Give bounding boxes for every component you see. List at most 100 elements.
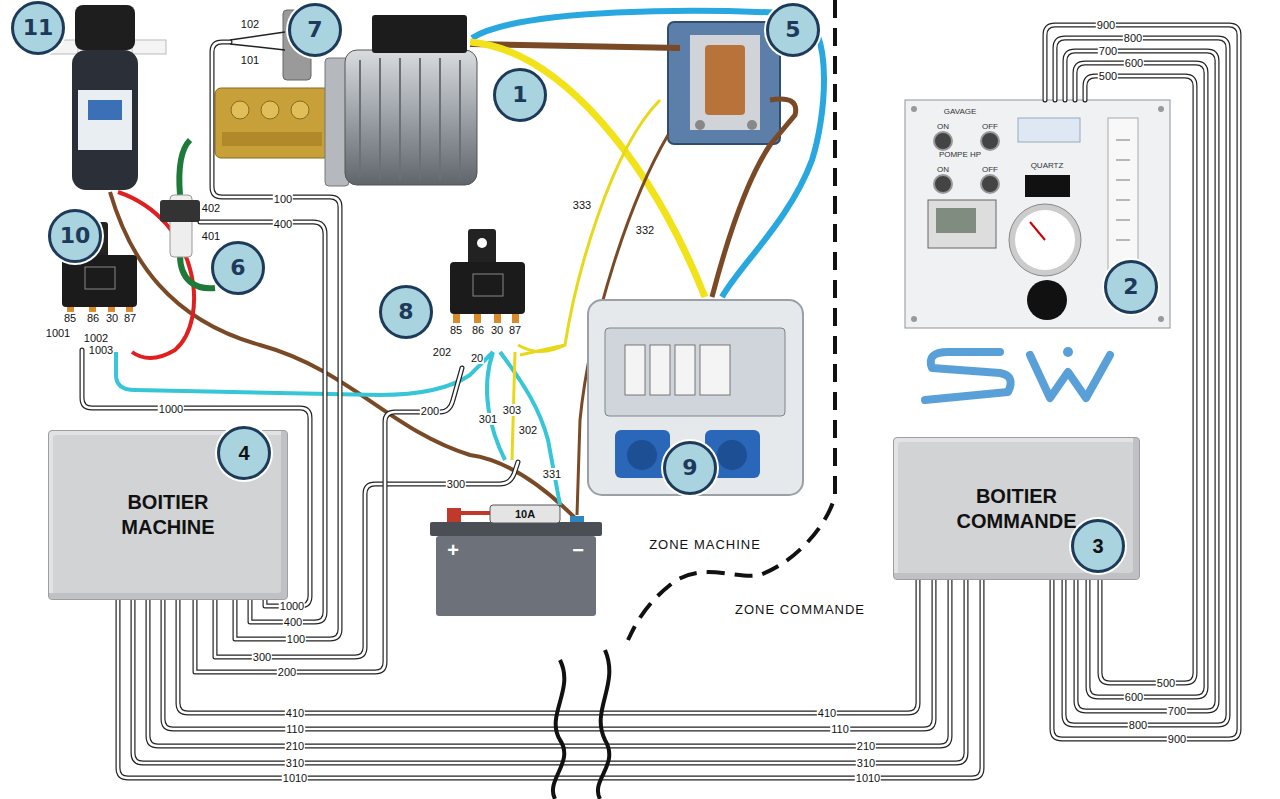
wire-number: 86: [471, 324, 485, 336]
wire-number: 210: [285, 740, 305, 752]
wire-number: 30: [490, 324, 504, 336]
callout-number: 4: [238, 441, 249, 466]
callout-circle: 8: [379, 285, 433, 339]
wire-number: 87: [508, 324, 522, 336]
wire-number: 100: [286, 633, 306, 645]
electric-motor: [325, 15, 477, 186]
wire-number: 1000: [158, 403, 184, 415]
cyan-wire: [116, 352, 493, 395]
cable-core: [1045, 25, 1239, 739]
cable-core: [148, 580, 950, 746]
wire-number: 500: [1098, 70, 1118, 82]
wire-number: 300: [446, 478, 466, 490]
wire-number: 800: [1128, 719, 1148, 731]
cable-core: [163, 580, 934, 729]
callout-number: 6: [230, 257, 245, 279]
wire-number: 100: [273, 193, 293, 205]
panel-label: POMPE HP: [939, 151, 981, 160]
yellow-wire: [518, 345, 565, 352]
wire-number: 301: [478, 413, 498, 425]
cable-connector: [163, 580, 934, 729]
zone-label: ZONE MACHINE: [647, 538, 763, 552]
callout-number: 9: [682, 457, 697, 479]
zone-boundary: [628, 0, 835, 640]
wire-number: 85: [63, 312, 77, 324]
callout-number: 8: [398, 301, 413, 323]
wire-number: 600: [1124, 57, 1144, 69]
callout-circle: 4: [217, 426, 271, 480]
hp-pump: [215, 10, 330, 158]
wire-number: 600: [1124, 691, 1144, 703]
terminal-sign: −: [572, 539, 584, 561]
callout-circle: 7: [288, 3, 342, 57]
battery: [430, 505, 602, 616]
wire-number: 400: [283, 616, 303, 628]
wire-number: 87: [123, 312, 137, 324]
wire-number: 1000: [279, 600, 305, 612]
wire-number: 210: [856, 740, 876, 752]
wire-number: 310: [285, 757, 305, 769]
callout-circle: 9: [663, 441, 717, 495]
wire-number: 400: [273, 218, 293, 230]
cable-core: [1085, 76, 1195, 683]
panel-label: OFF: [982, 166, 998, 175]
panel-label: GAVAGE: [944, 108, 977, 117]
wire-number: 302: [518, 424, 538, 436]
cable-core: [1075, 63, 1206, 697]
yellow-wire: [470, 42, 705, 297]
wire-number: 200: [277, 666, 297, 678]
wire-number: 102: [240, 18, 260, 30]
callout-number: 3: [1092, 534, 1103, 559]
callout-circle: 2: [1104, 260, 1158, 314]
wire-number: 401: [201, 230, 221, 242]
wire-number: 101: [240, 54, 260, 66]
wire-number: 200: [420, 405, 440, 417]
cable-core: [1065, 51, 1217, 711]
junction-box: BOITIER COMMANDE3: [893, 437, 1140, 580]
wire-number: 410: [817, 707, 837, 719]
callout-circle: 3: [1071, 519, 1125, 573]
wire-number: 110: [285, 723, 305, 735]
wire-number: 700: [1167, 705, 1187, 717]
wire-number: 410: [285, 707, 305, 719]
panel-label: ON: [937, 123, 949, 132]
wire-number: 30: [105, 312, 119, 324]
wire-number: 1010: [282, 772, 308, 784]
wire-number: 1001: [45, 327, 71, 339]
zone-label: ZONE COMMANDE: [733, 603, 867, 617]
wire-number: 86: [86, 312, 100, 324]
relay: [450, 229, 525, 323]
callout-circle: 5: [766, 3, 820, 57]
callout-circle: 11: [11, 1, 65, 55]
wire-number: 402: [201, 202, 221, 214]
box-title: BOITIER MACHINE: [94, 490, 242, 540]
wire-number: 303: [502, 404, 522, 416]
cable: [1085, 76, 1195, 683]
callout-circle: 1: [493, 68, 547, 122]
wire-number: 1010: [855, 772, 881, 784]
wire-number: 333: [572, 199, 592, 211]
cable-connector: [148, 580, 950, 746]
wire-number: 1002: [83, 332, 109, 344]
blue-wire: [472, 11, 824, 297]
cable: [1045, 25, 1239, 739]
wire-number: 332: [635, 224, 655, 236]
cable-core: [178, 580, 918, 713]
fuse-rating: 10A: [515, 508, 535, 520]
wire-number: 1003: [88, 344, 114, 356]
callout-number: 5: [785, 19, 800, 41]
cable: [1075, 63, 1206, 697]
break-mark: [553, 660, 564, 799]
cable-connector: [118, 580, 982, 778]
callout-number: 10: [60, 225, 91, 247]
wire-number: 900: [1167, 733, 1187, 745]
wire-number: 202: [432, 346, 452, 358]
cable-connector: [133, 580, 966, 763]
control-panel: [905, 100, 1170, 328]
flow-sensor: [160, 140, 215, 288]
wire-number: 800: [1123, 32, 1143, 44]
callout-number: 1: [512, 84, 527, 106]
